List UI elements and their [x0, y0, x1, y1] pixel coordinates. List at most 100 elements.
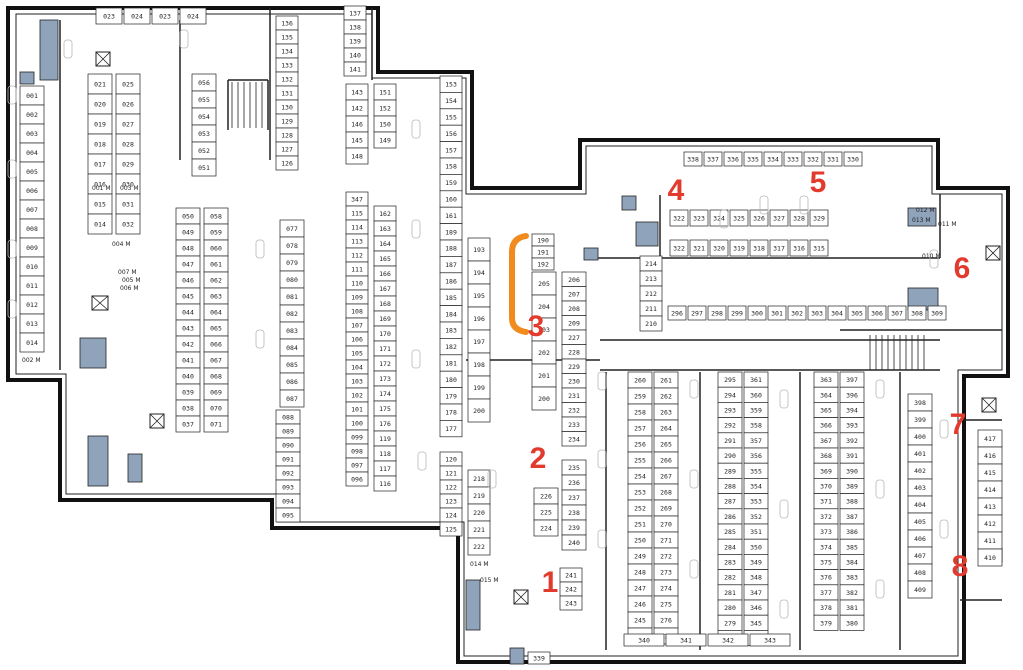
space-number: 243	[565, 600, 577, 608]
space-number: 281	[724, 589, 736, 597]
parking-space: 133	[275, 57, 299, 73]
parking-space: 194	[467, 260, 491, 285]
space-number: 191	[537, 249, 549, 257]
space-number: 287	[724, 498, 736, 506]
space-number: 040	[182, 373, 194, 381]
parking-space: 115	[345, 205, 369, 221]
space-outline	[669, 209, 689, 227]
parking-space: 248	[627, 563, 653, 581]
parking-space: 365	[813, 402, 839, 418]
space-number: 101	[351, 406, 363, 414]
parking-space: 132	[275, 71, 299, 87]
service-label: 012 M	[916, 207, 935, 214]
parking-space: 230	[561, 373, 587, 389]
car-icon	[779, 499, 789, 519]
parking-space: 068	[203, 367, 229, 385]
parking-space: 352	[743, 508, 769, 525]
parking-space: 186	[439, 272, 463, 290]
space-number: 142	[351, 105, 363, 113]
parking-space: 347	[743, 584, 769, 601]
parking-space: 232	[561, 402, 587, 418]
parking-space: 283	[717, 554, 743, 570]
space-outline	[907, 305, 927, 321]
parking-space: 400	[907, 427, 933, 446]
parking-space: 014	[87, 213, 113, 235]
space-number: 136	[281, 20, 293, 28]
space-number: 322	[673, 215, 685, 223]
parking-space: 145	[345, 131, 369, 149]
elevator-frame	[985, 245, 1001, 261]
parking-space: 151	[373, 83, 397, 101]
car-icon	[779, 599, 789, 619]
parking-space: 148	[345, 147, 369, 165]
space-number: 177	[445, 425, 457, 433]
space-number: 066	[210, 341, 222, 349]
parking-space: 165	[373, 250, 397, 267]
parking-space: 024	[179, 7, 207, 25]
parking-space: 182	[439, 338, 463, 356]
space-number: 350	[750, 543, 762, 551]
outer-walls	[6, 6, 1010, 664]
parking-space: 376	[813, 569, 839, 586]
space-number: 030	[122, 181, 134, 189]
space-number: 195	[473, 292, 485, 300]
space-number: 338	[687, 156, 699, 164]
space-number: 161	[445, 212, 457, 220]
space-number: 188	[445, 245, 457, 253]
space-outline	[707, 633, 749, 647]
parking-space: 274	[653, 579, 679, 597]
space-number: 003	[26, 130, 38, 138]
parking-space: 125	[439, 521, 463, 537]
parking-space: 055	[191, 90, 217, 109]
parking-space: 104	[345, 359, 369, 375]
space-number: 269	[660, 505, 672, 513]
space-number: 400	[914, 433, 926, 441]
parking-space: 018	[87, 133, 113, 155]
space-number: 330	[847, 156, 859, 164]
space-number: 343	[764, 637, 776, 645]
space-number: 381	[846, 604, 858, 612]
parking-space: 347	[345, 191, 369, 207]
space-number: 032	[122, 221, 134, 229]
parking-space: 006	[19, 180, 45, 201]
parking-space: 339	[527, 651, 551, 665]
space-number: 064	[210, 309, 222, 317]
parking-space: 067	[203, 351, 229, 369]
space-number: 382	[846, 589, 858, 597]
parking-space: 243	[559, 595, 583, 611]
parking-space: 166	[373, 265, 397, 282]
storage-unit	[79, 337, 107, 369]
space-number: 358	[750, 422, 762, 430]
car-icon	[929, 249, 939, 269]
space-outline	[687, 305, 707, 321]
parking-space: 009	[19, 237, 45, 258]
space-number: 263	[660, 409, 672, 417]
space-number: 053	[198, 130, 210, 138]
space-number: 179	[445, 392, 457, 400]
parking-space: 303	[807, 305, 827, 321]
parking-space: 023	[95, 7, 123, 25]
space-number: 250	[634, 537, 646, 545]
parking-space: 378	[813, 599, 839, 616]
parking-space: 071	[203, 415, 229, 433]
parking-space: 258	[627, 403, 653, 421]
space-outline	[665, 633, 707, 647]
space-number: 056	[198, 79, 210, 87]
parking-space: 413	[977, 497, 1003, 516]
space-number: 023	[103, 13, 115, 21]
parking-space: 359	[743, 402, 769, 418]
parking-space: 375	[813, 554, 839, 570]
parking-space: 270	[653, 515, 679, 533]
parking-space: 159	[439, 174, 463, 192]
space-outline	[769, 239, 789, 257]
service-label: 005 M	[122, 277, 141, 284]
parking-space: 163	[373, 220, 397, 237]
parking-space: 005	[19, 161, 45, 182]
parking-space: 172	[373, 355, 397, 372]
space-outline	[115, 213, 141, 235]
space-number: 239	[568, 524, 580, 532]
parking-space: 046	[175, 271, 201, 289]
service-label: 011 M	[938, 221, 957, 228]
parking-space: 098	[345, 443, 369, 459]
space-number: 099	[351, 434, 363, 442]
